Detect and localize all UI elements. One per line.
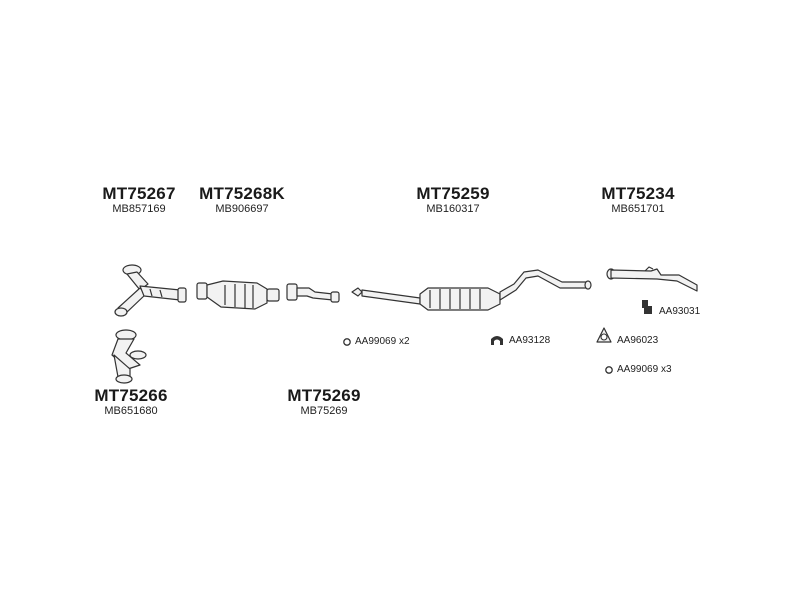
rubber-hanger-icon [491,336,503,345]
accessory-code: AA96023 [617,335,659,346]
part-label-mt75268k: MT75268K MB906697 [188,184,296,216]
flange-gasket-icon [596,327,612,343]
part-reference: MB651680 [104,405,158,417]
part-reference: MB75269 [300,405,348,417]
part-code: MT75266 [94,386,168,405]
catalytic-converter-drawing [196,280,280,310]
part-code: MT75259 [416,184,490,203]
front-pipe-drawing [286,283,340,303]
accessory-code: AA93128 [509,335,551,346]
accessory-hanger: AA93128 [490,333,570,347]
accessory-flange: AA96023 [595,326,675,346]
tail-pipe-drawing [606,266,698,292]
part-label-mt75269: MT75269 MB75269 [276,386,372,418]
part-label-mt75234: MT75234 MB651701 [590,184,686,216]
part-label-mt75259: MT75259 MB160317 [405,184,501,216]
center-muffler-drawing [351,269,592,311]
part-reference: MB651701 [611,203,665,215]
accessory-code: AA99069 [355,336,397,347]
part-label-mt75266: MT75266 MB651680 [83,386,179,418]
part-code: MT75268K [199,184,285,203]
accessory-bracket: AA93031 [640,298,720,318]
lower-y-pipe-drawing [111,329,147,384]
accessory-gasket-x3: AA99069 x3 [605,364,695,376]
ring-gasket-icon [343,338,351,346]
part-reference: MB857169 [112,203,166,215]
bracket-icon [642,300,652,314]
accessory-gasket-x2: AA99069 x2 [343,336,433,348]
accessory-code: AA99069 [617,364,659,375]
accessory-code: AA93031 [659,306,701,317]
part-reference: MB906697 [215,203,269,215]
part-code: MT75269 [287,386,361,405]
part-code: MT75234 [601,184,675,203]
front-y-pipe-drawing [114,264,187,317]
ring-gasket-icon [605,366,613,374]
accessory-quantity: x3 [660,364,672,375]
part-reference: MB160317 [426,203,480,215]
accessory-quantity: x2 [398,336,410,347]
part-label-mt75267: MT75267 MB857169 [92,184,186,216]
part-code: MT75267 [102,184,176,203]
